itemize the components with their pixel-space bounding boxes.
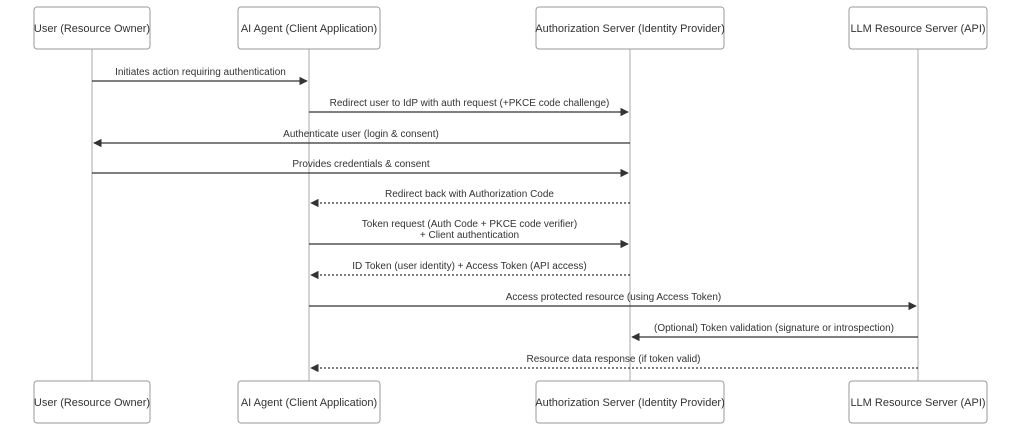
participant-label: Authorization Server (Identity Provider) xyxy=(535,23,725,35)
participant-user-bottom: User (Resource Owner) xyxy=(33,380,151,424)
participant-llm-top: LLM Resource Server (API) xyxy=(848,6,988,50)
message-8: Access protected resource (using Access … xyxy=(309,292,917,311)
participant-label: Authorization Server (Identity Provider) xyxy=(535,397,725,409)
message-label: Resource data response (if token valid) xyxy=(527,354,701,365)
participant-box xyxy=(33,6,151,50)
participant-label: User (Resource Owner) xyxy=(34,23,150,35)
message-5: Redirect back with Authorization Code xyxy=(310,189,630,208)
message-label: ID Token (user identity) + Access Token … xyxy=(352,261,586,272)
message-3: Authenticate user (login & consent) xyxy=(93,129,630,148)
participant-box xyxy=(848,380,988,424)
messages: Initiates action requiring authenticatio… xyxy=(92,67,918,373)
message-label: + Client authentication xyxy=(420,230,519,241)
participant-label: AI Agent (Client Application) xyxy=(241,23,377,35)
participant-agent-top: AI Agent (Client Application) xyxy=(237,6,381,50)
participant-box xyxy=(535,6,725,50)
participant-box xyxy=(237,6,381,50)
participant-box xyxy=(535,380,725,424)
participant-user-top: User (Resource Owner) xyxy=(33,6,151,50)
message-2: Redirect user to IdP with auth request (… xyxy=(309,98,629,117)
participant-authz-top: Authorization Server (Identity Provider) xyxy=(535,6,725,50)
message-10: Resource data response (if token valid) xyxy=(310,354,918,373)
participant-label: User (Resource Owner) xyxy=(34,397,150,409)
participant-box xyxy=(237,380,381,424)
participant-agent-bottom: AI Agent (Client Application) xyxy=(237,380,381,424)
message-label: Access protected resource (using Access … xyxy=(506,292,721,303)
participant-label: LLM Resource Server (API) xyxy=(850,397,985,409)
message-7: ID Token (user identity) + Access Token … xyxy=(310,261,630,280)
participant-label: LLM Resource Server (API) xyxy=(850,23,985,35)
message-label: Initiates action requiring authenticatio… xyxy=(115,67,286,78)
message-label: Authenticate user (login & consent) xyxy=(283,129,439,140)
lifelines xyxy=(91,49,919,381)
message-label: Token request (Auth Code + PKCE code ver… xyxy=(362,219,577,230)
participant-llm-bottom: LLM Resource Server (API) xyxy=(848,380,988,424)
participants: User (Resource Owner) User (Resource Owne… xyxy=(33,6,988,424)
message-label: Provides credentials & consent xyxy=(292,159,430,170)
message-1: Initiates action requiring authenticatio… xyxy=(92,67,308,86)
participant-box xyxy=(848,6,988,50)
message-label: Redirect back with Authorization Code xyxy=(385,189,554,200)
participant-authz-bottom: Authorization Server (Identity Provider) xyxy=(535,380,725,424)
message-4: Provides credentials & consent xyxy=(92,159,629,178)
participant-label: AI Agent (Client Application) xyxy=(241,397,377,409)
message-label: (Optional) Token validation (signature o… xyxy=(654,323,894,334)
message-label: Redirect user to IdP with auth request (… xyxy=(330,98,610,109)
message-9: (Optional) Token validation (signature o… xyxy=(631,323,918,342)
message-6: Token request (Auth Code + PKCE code ver… xyxy=(309,219,629,249)
participant-box xyxy=(33,380,151,424)
